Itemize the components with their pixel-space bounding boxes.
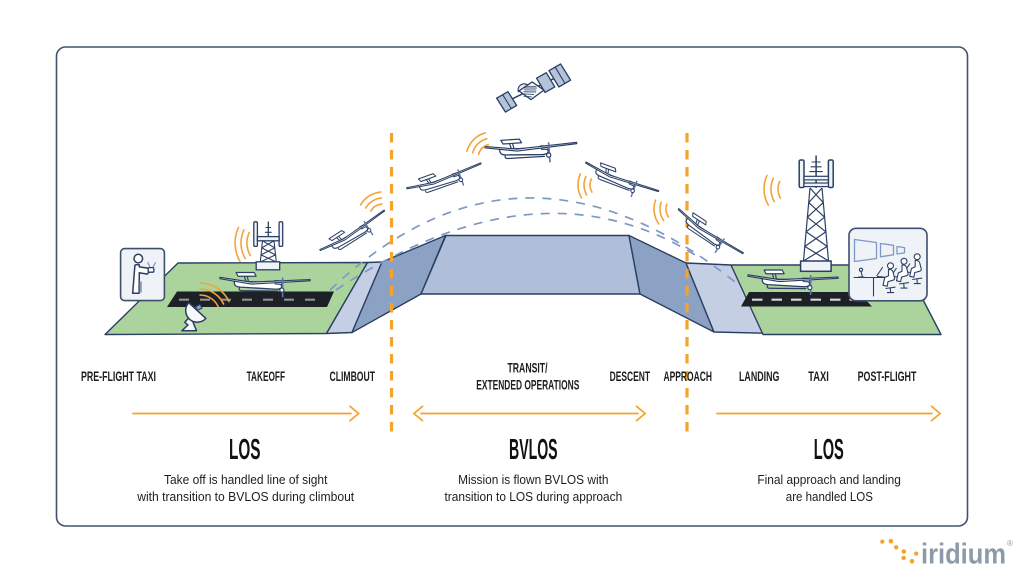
svg-text:TAKEOFF: TAKEOFF [247,369,285,384]
svg-text:TAXI: TAXI [808,369,829,384]
svg-text:transition to LOS during appro: transition to LOS during approach [445,489,623,504]
svg-text:Take off is handled line of si: Take off is handled line of sight [164,472,328,487]
svg-text:Final approach and landing: Final approach and landing [757,472,901,487]
svg-text:Mission is flown BVLOS with: Mission is flown BVLOS with [458,472,608,487]
svg-text:APPROACH: APPROACH [664,369,713,384]
svg-text:TRANSIT/: TRANSIT/ [508,361,548,376]
svg-text:BVLOS: BVLOS [509,434,558,466]
svg-text:LANDING: LANDING [739,369,779,384]
svg-text:CLIMBOUT: CLIMBOUT [330,369,376,384]
svg-text:DESCENT: DESCENT [610,369,651,384]
svg-text:LOS: LOS [229,434,261,466]
svg-text:LOS: LOS [814,434,844,466]
svg-text:iridium: iridium [921,539,1006,571]
svg-text:®: ® [1007,539,1013,548]
svg-text:EXTENDED OPERATIONS: EXTENDED OPERATIONS [476,378,579,393]
svg-text:POST-FLIGHT: POST-FLIGHT [858,369,917,384]
svg-text:PRE-FLIGHT TAXI: PRE-FLIGHT TAXI [81,369,156,384]
svg-text:with transition to BVLOS durin: with transition to BVLOS during climbout [136,489,354,504]
svg-text:are handled LOS: are handled LOS [786,489,873,504]
